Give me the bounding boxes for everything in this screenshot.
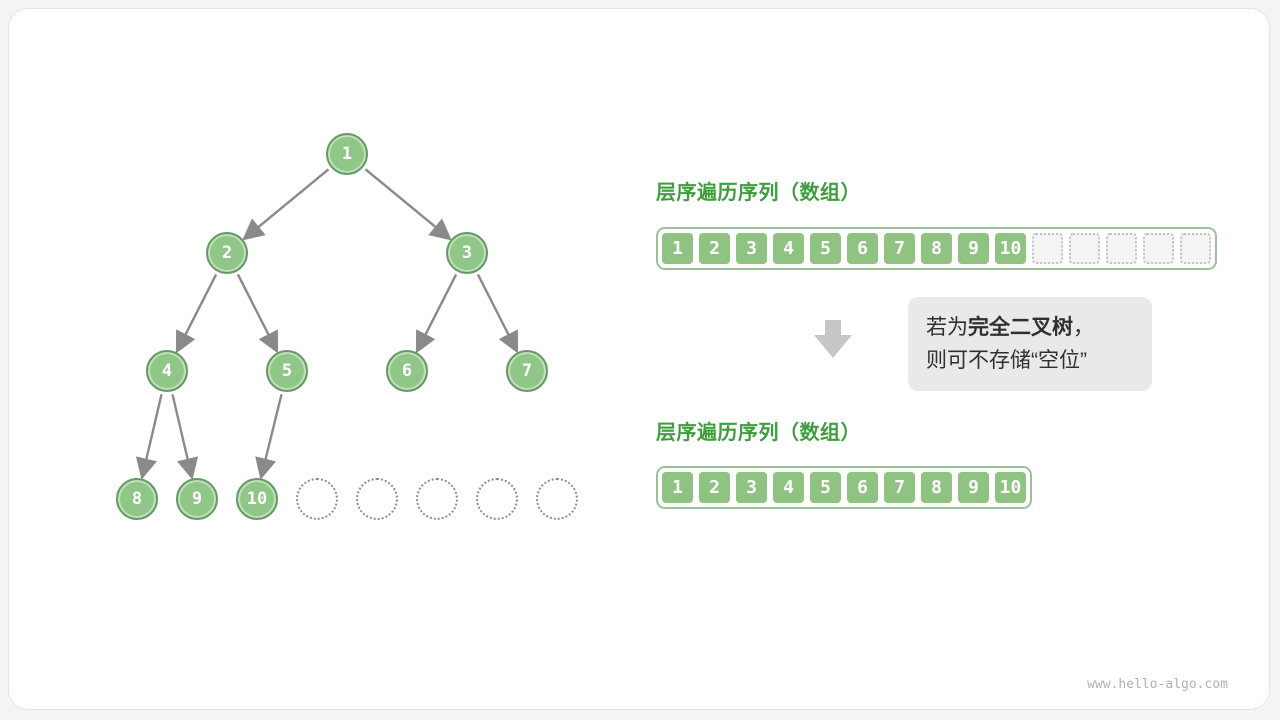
array-bottom-cell-7: 7 <box>884 472 915 503</box>
array-bottom-cell-5: 5 <box>810 472 841 503</box>
array-top-empty-cell-5 <box>1180 233 1211 264</box>
array-top-cell-5: 5 <box>810 233 841 264</box>
array-bottom-cell-8: 8 <box>921 472 952 503</box>
down-arrow-icon <box>814 320 852 358</box>
array-top-cell-6: 6 <box>847 233 878 264</box>
down-arrow-stem <box>825 320 841 335</box>
array-top-cell-1: 1 <box>662 233 693 264</box>
array-top-empty-cell-1 <box>1032 233 1063 264</box>
note-line-1: 若为完全二叉树， <box>926 316 1094 339</box>
tree-node-1: 1 <box>326 133 368 175</box>
array-top-cell-9: 9 <box>958 233 989 264</box>
array-top-empty-cell-3 <box>1106 233 1137 264</box>
array-bottom-cell-10: 10 <box>995 472 1026 503</box>
array-top-cell-3: 3 <box>736 233 767 264</box>
tree-edges <box>135 168 519 480</box>
tree-empty-node-4 <box>476 478 518 520</box>
edge-1-3 <box>364 168 452 241</box>
array-top-cell-10: 10 <box>995 233 1026 264</box>
note-box: 若为完全二叉树， 则可不存储“空位” <box>908 297 1152 391</box>
tree-empty-node-3 <box>416 478 458 520</box>
array-top-empty-cell-4 <box>1143 233 1174 264</box>
array-bottom-cell-4: 4 <box>773 472 804 503</box>
array-bottom-cell-1: 1 <box>662 472 693 503</box>
tree-node-2: 2 <box>206 232 248 274</box>
array-top-title: 层序遍历序列（数组） <box>656 182 861 204</box>
tree-node-7: 7 <box>506 350 548 392</box>
tree-node-6: 6 <box>386 350 428 392</box>
edge-1-2 <box>242 168 330 241</box>
array-bottom: 1 2 3 4 5 6 7 8 9 10 <box>656 466 1032 509</box>
array-top: 1 2 3 4 5 6 7 8 9 10 <box>656 227 1217 270</box>
tree-node-9: 9 <box>176 478 218 520</box>
note-line-2: 则可不存储“空位” <box>926 349 1087 372</box>
array-bottom-cell-6: 6 <box>847 472 878 503</box>
array-bottom-title: 层序遍历序列（数组） <box>656 422 861 444</box>
array-top-cell-7: 7 <box>884 233 915 264</box>
edge-4-9 <box>171 394 199 480</box>
array-bottom-cell-2: 2 <box>699 472 730 503</box>
site-watermark: www.hello-algo.com <box>1087 677 1228 692</box>
array-bottom-cell-9: 9 <box>958 472 989 503</box>
edge-2-4 <box>175 273 218 354</box>
array-top-cell-2: 2 <box>699 233 730 264</box>
array-top-cell-8: 8 <box>921 233 952 264</box>
edge-2-5 <box>236 273 279 354</box>
array-top-empty-cell-2 <box>1069 233 1100 264</box>
down-arrow-head <box>814 335 852 358</box>
tree-empty-node-1 <box>296 478 338 520</box>
tree-node-8: 8 <box>116 478 158 520</box>
edge-3-6 <box>415 273 458 354</box>
tree-empty-node-2 <box>356 478 398 520</box>
tree-node-10: 10 <box>236 478 278 520</box>
tree-node-3: 3 <box>446 232 488 274</box>
array-top-cell-4: 4 <box>773 233 804 264</box>
array-bottom-cell-3: 3 <box>736 472 767 503</box>
tree-node-4: 4 <box>146 350 188 392</box>
edge-4-8 <box>135 394 163 480</box>
tree-empty-node-5 <box>536 478 578 520</box>
edge-5-10 <box>255 394 283 480</box>
edge-3-7 <box>476 273 519 354</box>
tree-node-5: 5 <box>266 350 308 392</box>
